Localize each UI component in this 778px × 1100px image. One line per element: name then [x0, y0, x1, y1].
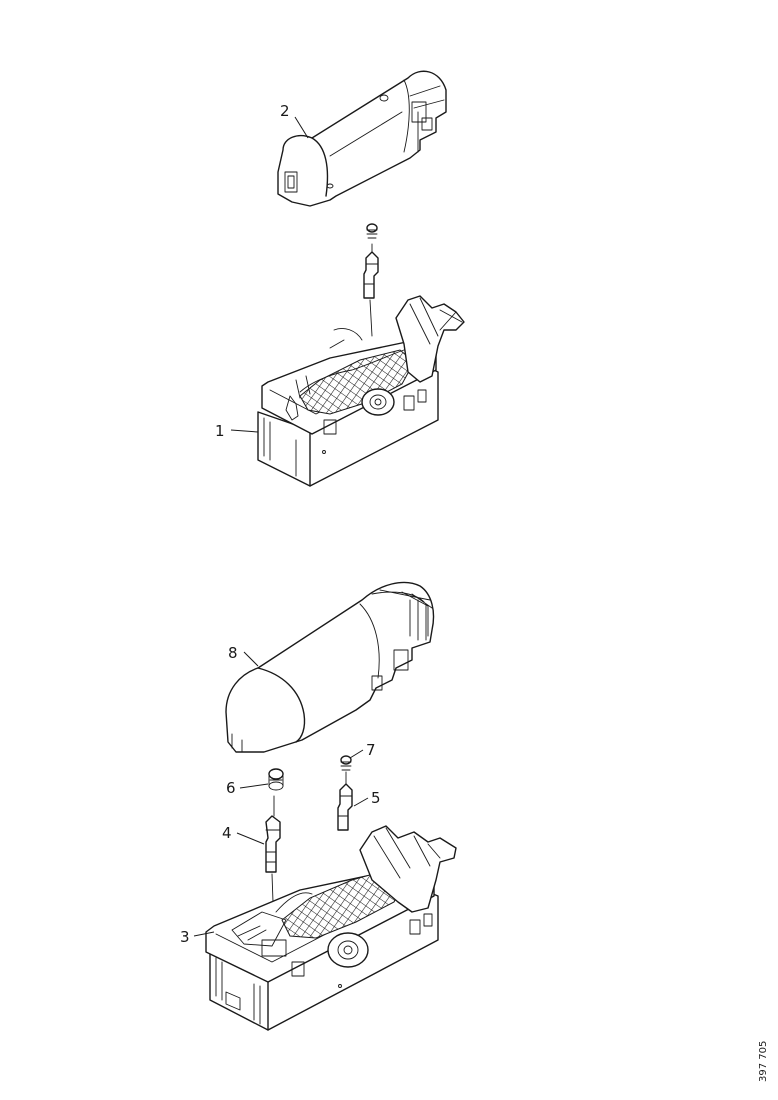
callout-5: 5 — [371, 789, 381, 807]
callout-leaders — [193, 116, 369, 937]
part-7-spring — [340, 755, 352, 771]
callout-7: 7 — [366, 741, 376, 759]
upper-contact-parts — [363, 223, 379, 337]
callout-6: 6 — [226, 779, 236, 797]
part-1-upper-housing — [257, 295, 465, 487]
callout-8: 8 — [228, 644, 238, 662]
callout-1: 1 — [215, 422, 225, 440]
callout-3: 3 — [180, 928, 190, 946]
callout-4: 4 — [222, 824, 232, 842]
part-8-lower-cover — [225, 581, 435, 753]
document-reference-number: 397 705 — [758, 1041, 769, 1082]
part-2-upper-cover — [277, 70, 447, 207]
part-5-contact — [337, 771, 353, 831]
part-6-sleeve — [268, 768, 284, 791]
part-3-lower-housing — [205, 825, 457, 1031]
callout-2: 2 — [280, 102, 290, 120]
